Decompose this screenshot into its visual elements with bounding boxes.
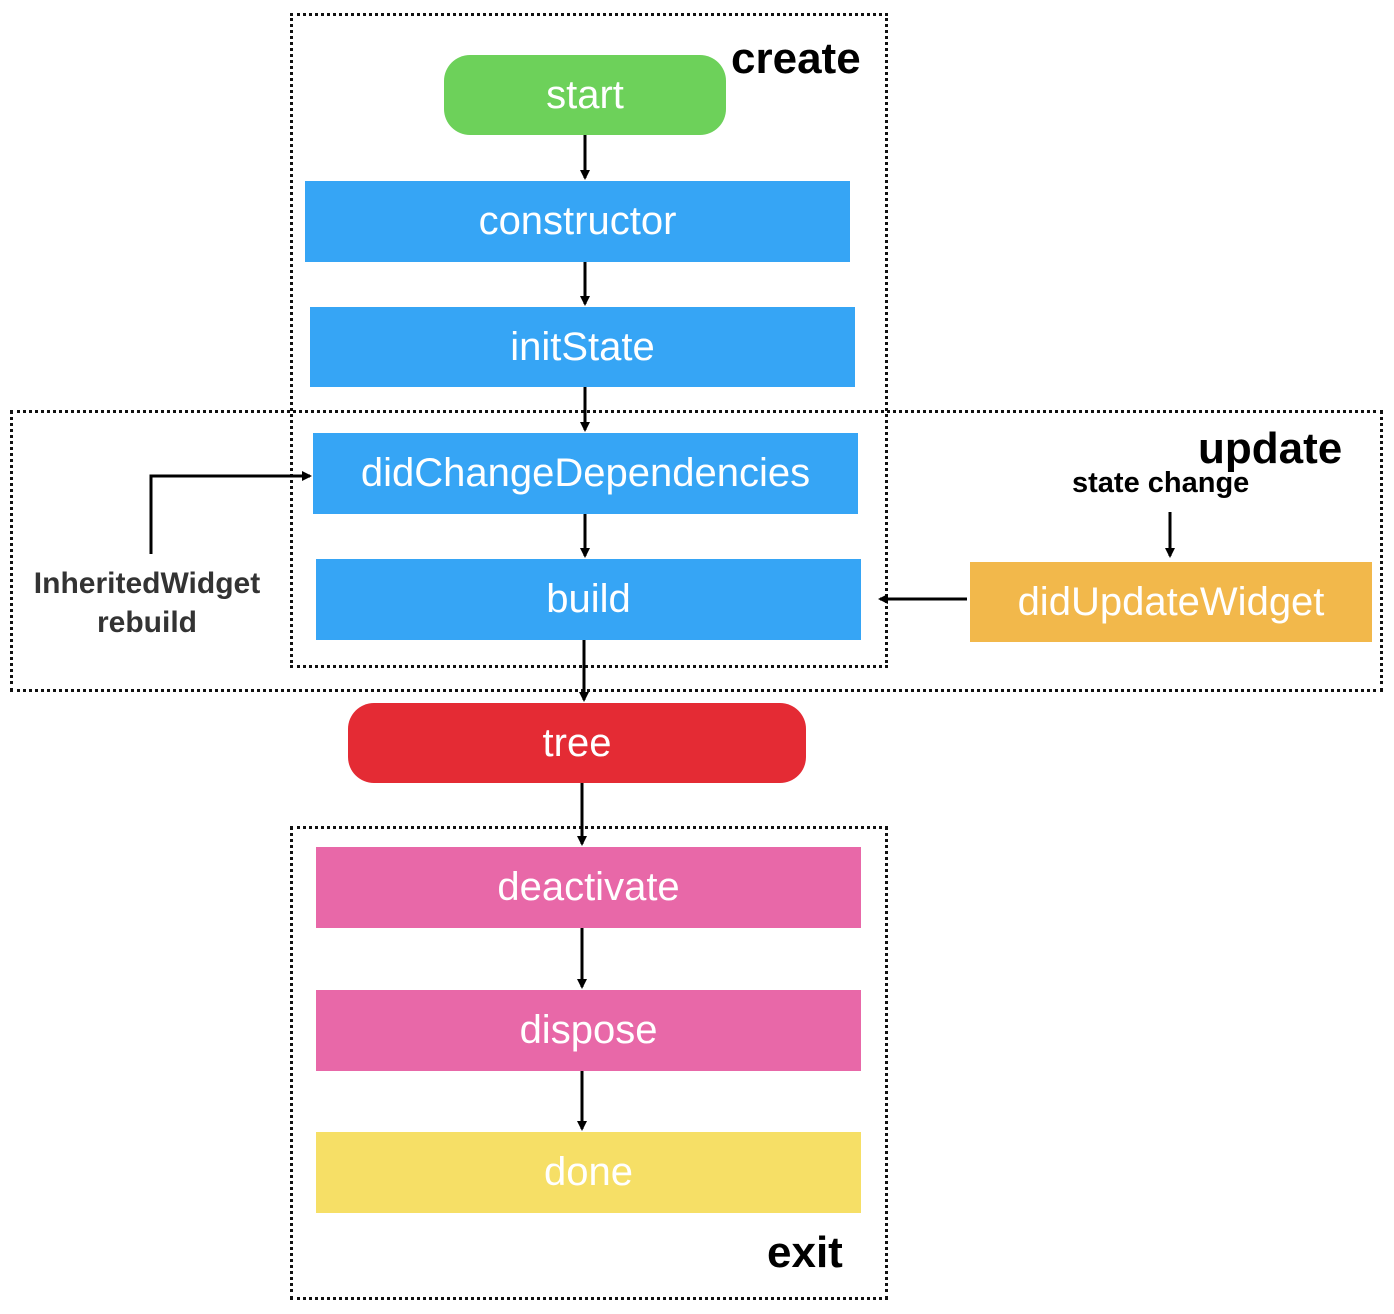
did-update-widget-node: didUpdateWidget [970, 562, 1372, 642]
start-node: start [444, 55, 726, 135]
inherited-widget-note-line1: InheritedWidget [33, 567, 261, 600]
inherited-widget-note: InheritedWidget rebuild [18, 564, 276, 642]
done-node: done [316, 1132, 861, 1213]
state-change-note: state change [1072, 467, 1250, 499]
deactivate-node: deactivate [316, 847, 861, 928]
create-group-box [290, 13, 888, 668]
update-group-box [10, 410, 1383, 692]
update-group-label: update [1198, 424, 1343, 473]
constructor-node: constructor [305, 181, 850, 262]
build-node: build [316, 559, 861, 640]
init-state-node: initState [310, 307, 855, 387]
inherited-widget-note-line2: rebuild [96, 606, 197, 639]
arrow-inherited-widget-to-did-change-dependencies [149, 471, 312, 554]
exit-group-label: exit [767, 1228, 843, 1277]
dispose-node: dispose [316, 990, 861, 1071]
exit-group-box [290, 826, 888, 1300]
create-group-label: create [731, 34, 861, 83]
did-change-dependencies-node: didChangeDependencies [313, 433, 858, 514]
tree-node: tree [348, 703, 806, 783]
